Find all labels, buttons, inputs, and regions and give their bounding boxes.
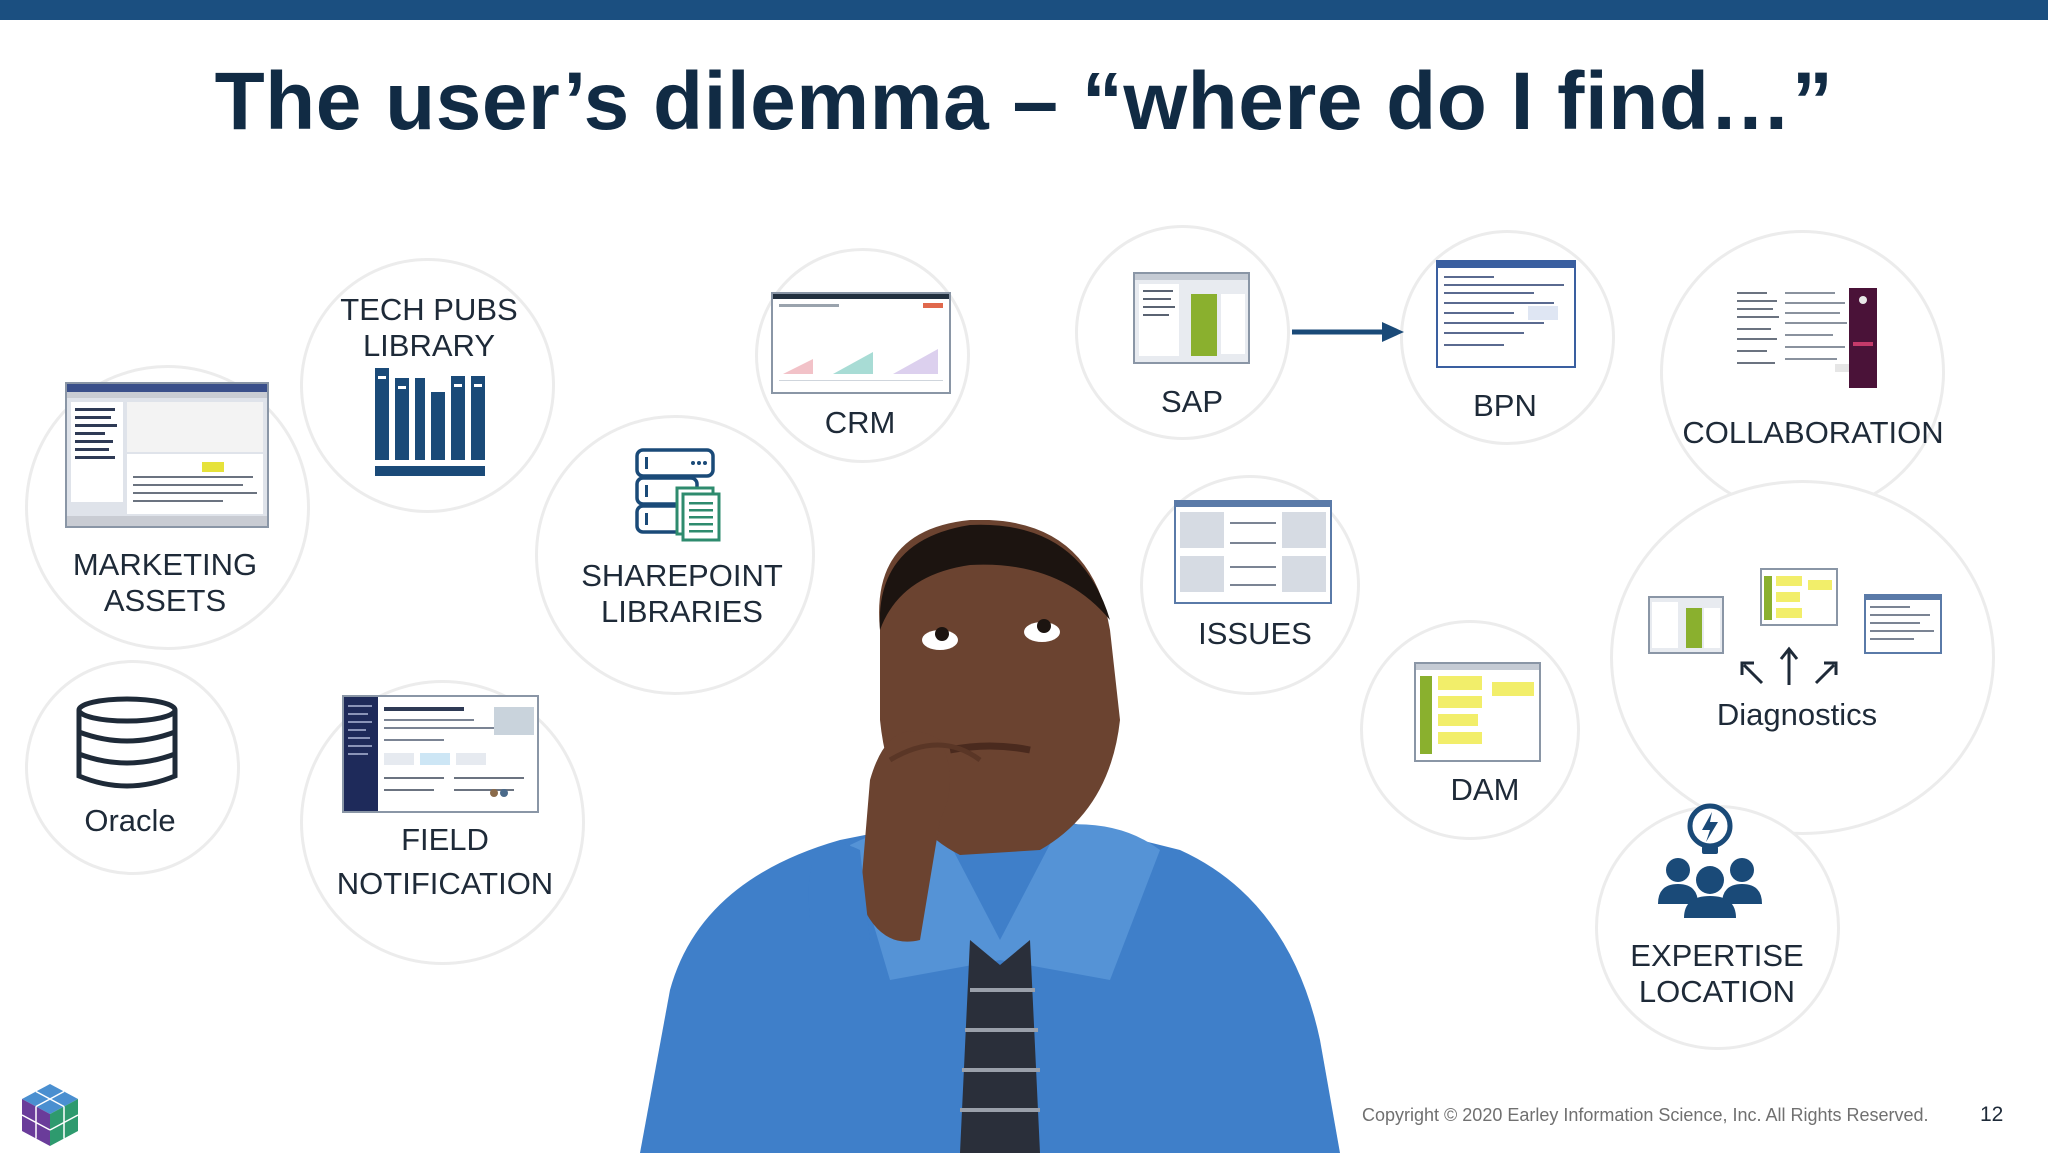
tech-pubs-label-2: LIBRARY bbox=[362, 328, 496, 363]
issues-screenshot bbox=[1174, 500, 1332, 604]
marketing-assets-label-1: MARKETING bbox=[72, 547, 258, 582]
crm-screenshot bbox=[771, 292, 951, 394]
expertise-label-2: LOCATION bbox=[1638, 974, 1796, 1009]
dam-label: DAM bbox=[1450, 772, 1520, 807]
dam-screenshot bbox=[1414, 662, 1541, 762]
diagnostics-thumbnail-left bbox=[1652, 602, 1720, 648]
company-cube-logo bbox=[21, 1084, 79, 1146]
diagnostics-screenshot-right bbox=[1864, 594, 1942, 654]
bpn-label: BPN bbox=[1473, 388, 1537, 423]
marketing-window-thumbnail bbox=[67, 384, 267, 526]
diagnostics-screenshot-left bbox=[1648, 596, 1724, 654]
tech-pubs-label-1: TECH PUBS bbox=[340, 292, 518, 327]
sap-window-thumbnail bbox=[1135, 274, 1248, 356]
library-books-icon bbox=[375, 368, 485, 476]
sap-screenshot bbox=[1133, 272, 1250, 364]
issues-label: ISSUES bbox=[1198, 616, 1312, 651]
oracle-circle bbox=[25, 660, 240, 875]
field-notification-label-1: FIELD bbox=[401, 822, 489, 857]
slide-title: The user’s dilemma – “where do I find…” bbox=[214, 56, 1834, 147]
diagnostics-screenshot-center bbox=[1760, 568, 1838, 626]
crm-dashboard-thumbnail bbox=[773, 294, 949, 381]
issues-window-thumbnail bbox=[1176, 502, 1330, 592]
expertise-label-1: EXPERTISE bbox=[1630, 938, 1804, 973]
bpn-screenshot bbox=[1436, 260, 1576, 368]
diagnostics-label: Diagnostics bbox=[1716, 697, 1878, 732]
bpn-window-thumbnail bbox=[1438, 262, 1574, 346]
marketing-assets-label-2: ASSETS bbox=[103, 583, 227, 618]
expertise-people-lightbulb-icon bbox=[1658, 803, 1762, 918]
collaboration-label: COLLABORATION bbox=[1682, 415, 1944, 450]
database-icon bbox=[76, 696, 178, 789]
arrow-right-icon bbox=[1292, 322, 1404, 342]
marketing-assets-screenshot bbox=[65, 382, 269, 528]
thinking-man-image bbox=[640, 520, 1340, 1153]
sharepoint-circle bbox=[535, 415, 815, 695]
sap-label: SAP bbox=[1160, 384, 1224, 419]
page-number: 12 bbox=[1980, 1103, 2004, 1126]
field-notification-screenshot bbox=[342, 695, 539, 813]
copyright-footer: Copyright © 2020 Earley Information Scie… bbox=[1362, 1105, 1929, 1125]
diagnostics-thumbnail-right bbox=[1866, 596, 1940, 640]
chat-app-thumbnail bbox=[1737, 288, 1877, 388]
diagnostics-thumbnail-center bbox=[1764, 576, 1832, 620]
diagnostics-circle bbox=[1610, 480, 1995, 835]
oracle-label: Oracle bbox=[84, 803, 176, 838]
sharepoint-label-2: LIBRARIES bbox=[601, 594, 763, 629]
server-files-icon bbox=[635, 448, 721, 542]
collaboration-screenshot bbox=[1735, 288, 1877, 388]
field-notification-thumbnail bbox=[344, 697, 534, 811]
crm-label: CRM bbox=[824, 405, 896, 440]
diagnostics-arrows-icon bbox=[1740, 646, 1838, 685]
dam-window-thumbnail bbox=[1416, 664, 1539, 754]
field-notification-label-2: NOTIFICATION bbox=[336, 866, 554, 901]
sharepoint-label-1: SHAREPOINT bbox=[581, 558, 783, 593]
top-accent-bar bbox=[0, 0, 2048, 20]
